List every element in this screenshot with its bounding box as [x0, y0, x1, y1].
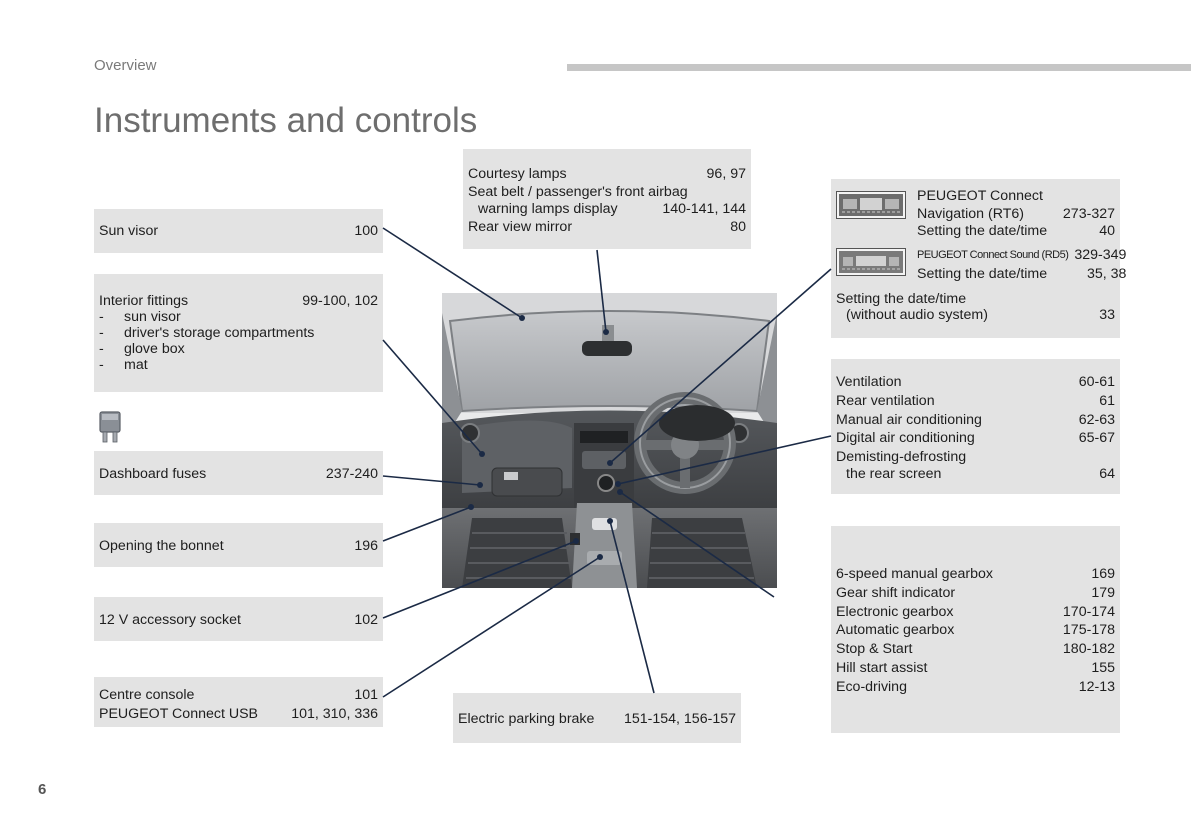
parking-brake-label: Electric parking brake	[458, 711, 595, 727]
demist-line1: Demisting-defrosting	[836, 449, 967, 466]
sun-visor-page: 100	[354, 223, 378, 239]
accessory-socket-box: 12 V accessory socket 102	[94, 597, 383, 641]
rd5-label: PEUGEOT Connect Sound (RD5)	[917, 248, 1069, 261]
seatbelt-page: 140-141, 144	[662, 201, 746, 217]
rd5-date-row: Setting the date/time 35, 38	[917, 265, 1126, 284]
rt6-line1: PEUGEOT Connect	[917, 188, 1043, 204]
rt6-label: Navigation (RT6)	[917, 205, 1024, 222]
sun-visor-box: Sun visor 100	[94, 209, 383, 253]
interior-fittings-label: Interior fittings	[99, 293, 189, 309]
bonnet-label: Opening the bonnet	[99, 538, 224, 554]
mirror-page: 80	[730, 218, 746, 235]
dashboard-fuses-page: 237-240	[325, 466, 378, 482]
courtesy-box: Courtesy lamps 96, 97 Seat belt / passen…	[463, 149, 751, 249]
usb-page: 101, 310, 336	[291, 706, 378, 722]
bonnet-row: Opening the bonnet 196	[99, 538, 378, 554]
dashboard-fuses-label: Dashboard fuses	[99, 466, 207, 482]
noaudio-row: (without audio system) 33	[836, 307, 1115, 324]
rd5-date-page: 35, 38	[1087, 265, 1127, 282]
section-label: Overview	[94, 57, 157, 74]
dashboard-fuses-box: Dashboard fuses 237-240	[94, 451, 383, 495]
rd5-block: PEUGEOT Connect Sound (RD5) 329-349 Sett…	[836, 246, 1126, 284]
list-item: -mat	[99, 357, 148, 373]
rt6-date-row: Setting the date/time 40	[917, 223, 1115, 241]
noaudio-line1: Setting the date/time	[836, 290, 967, 307]
rt6-block: PEUGEOT Connect Navigation (RT6) 273-327…	[836, 188, 1115, 241]
page-number: 6	[38, 781, 47, 798]
sun-visor-label: Sun visor	[99, 223, 159, 239]
accessory-socket-page: 102	[354, 612, 378, 628]
demist-page: 64	[1099, 465, 1115, 482]
courtesy-page: 96, 97	[706, 166, 746, 182]
noaudio-block: Setting the date/time (without audio sys…	[836, 291, 1115, 324]
rd5-page: 329-349	[1074, 246, 1127, 263]
interior-fittings-box: Interior fittings 99-100, 102 -sun visor…	[94, 274, 383, 392]
radio-rt6-icon	[836, 191, 906, 219]
courtesy-label: Courtesy lamps	[468, 166, 567, 182]
mirror-row: Rear view mirror 80	[468, 219, 746, 237]
interior-fittings-page: 99-100, 102	[302, 293, 378, 309]
rd5-date-label: Setting the date/time	[917, 265, 1048, 282]
bonnet-box: Opening the bonnet 196	[94, 523, 383, 567]
centre-console-row: Centre console 101	[99, 686, 378, 705]
sun-visor-row: Sun visor 100	[99, 223, 378, 239]
rt6-date-label: Setting the date/time	[917, 223, 1048, 239]
page-title: Instruments and controls	[94, 101, 478, 140]
rt6-date-page: 40	[1099, 223, 1115, 239]
list-item: -glove box	[99, 341, 185, 357]
demist-row: the rear screen 64	[836, 465, 1115, 482]
usb-row: PEUGEOT Connect USB 101, 310, 336	[99, 705, 378, 724]
noaudio-label: (without audio system)	[846, 307, 988, 323]
accessory-socket-label: 12 V accessory socket	[99, 612, 241, 628]
usb-label: PEUGEOT Connect USB	[99, 706, 259, 722]
dashboard-fuses-row: Dashboard fuses 237-240	[99, 466, 378, 482]
seatbelt-line1: Seat belt / passenger's front airbag	[468, 183, 688, 200]
rt6-page: 273-327	[1062, 205, 1115, 222]
demist-label: the rear screen	[846, 465, 942, 482]
interior-fittings-row: Interior fittings 99-100, 102	[99, 293, 378, 309]
noaudio-page: 33	[1099, 307, 1115, 323]
parking-brake-page: 151-154, 156-157	[623, 711, 736, 727]
rd5-row: PEUGEOT Connect Sound (RD5) 329-349	[917, 246, 1126, 265]
bonnet-page: 196	[354, 538, 378, 554]
list-item: -sun visor	[99, 309, 181, 325]
parking-brake-row: Electric parking brake 151-154, 156-157	[458, 711, 736, 727]
fuse-icon	[99, 411, 121, 443]
accessory-socket-row: 12 V accessory socket 102	[99, 612, 378, 628]
centre-console-label: Centre console	[99, 687, 195, 703]
seatbelt-row: warning lamps display 140-141, 144	[468, 201, 746, 219]
mirror-label: Rear view mirror	[468, 218, 573, 235]
centre-console-page: 101	[354, 687, 378, 703]
header-bar	[567, 64, 1191, 71]
radio-rd5-icon	[836, 247, 906, 276]
courtesy-row: Courtesy lamps 96, 97	[468, 166, 746, 184]
rt6-row: Navigation (RT6) 273-327	[917, 206, 1115, 224]
centre-console-box: Centre console 101 PEUGEOT Connect USB 1…	[94, 677, 383, 727]
list-item: -driver's storage compartments	[99, 325, 315, 341]
dashboard-illustration	[442, 293, 777, 588]
audio-box: PEUGEOT Connect Navigation (RT6) 273-327…	[831, 179, 1126, 338]
parking-brake-box: Electric parking brake 151-154, 156-157	[453, 693, 741, 743]
seatbelt-label: warning lamps display	[478, 201, 618, 217]
